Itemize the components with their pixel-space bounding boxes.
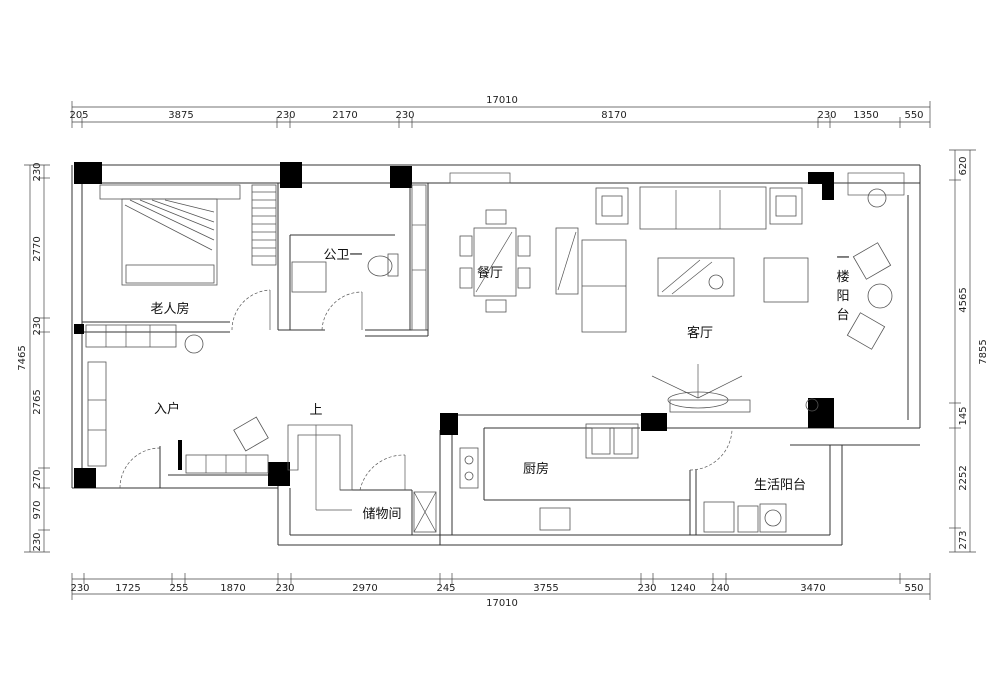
- bottom-dimensions: 230 1725 255 1870 230 2970 245 3755 230 …: [70, 583, 923, 609]
- bottom-dim: 1240: [670, 583, 695, 594]
- left-dim: 230: [32, 162, 43, 181]
- room-label-balcony: 台: [836, 308, 849, 323]
- room-label-balcony: 阳: [836, 289, 849, 304]
- left-dim: 230: [32, 532, 43, 551]
- room-label-storage: 储物间: [362, 507, 401, 522]
- bottom-dim: 2970: [352, 583, 377, 594]
- room-label-kitchen: 厨房: [523, 461, 549, 477]
- bottom-dim: 245: [436, 583, 455, 594]
- top-dim: 8170: [601, 110, 626, 121]
- columns: [74, 162, 834, 488]
- top-dim: 205: [69, 110, 88, 121]
- room-label-dining: 餐厅: [477, 265, 503, 281]
- right-dim: 145: [958, 406, 969, 425]
- left-dim: 2765: [32, 389, 43, 414]
- right-total-dim: 7855: [978, 339, 989, 364]
- top-dim: 2170: [332, 110, 357, 121]
- top-dim: 1350: [853, 110, 878, 121]
- top-dim: 3875: [168, 110, 193, 121]
- bottom-dim: 550: [904, 583, 923, 594]
- left-dim: 270: [32, 469, 43, 488]
- right-dim: 4565: [958, 287, 969, 312]
- top-dimensions: 17010 205 3875 230 2170 230 8170 230 135…: [69, 95, 923, 121]
- walls: [71, 164, 921, 546]
- left-dimensions: 7465 230 2770 230 2765 270 970 230: [17, 162, 43, 551]
- left-dim: 2770: [32, 236, 43, 261]
- bottom-dim: 1870: [220, 583, 245, 594]
- room-labels: 老人房 公卫一 餐厅 客厅 一 楼 阳 台 入户 上 厨房 储物间 生活阳台: [150, 248, 849, 522]
- left-dim: 970: [32, 500, 43, 519]
- room-label-living: 客厅: [687, 325, 713, 341]
- top-dim: 230: [395, 110, 414, 121]
- room-label-elder-room: 老人房: [150, 301, 189, 317]
- bottom-dim: 240: [710, 583, 729, 594]
- bottom-dim: 230: [70, 583, 89, 594]
- room-label-utility-balcony: 生活阳台: [754, 478, 806, 493]
- room-label-balcony: 楼: [836, 270, 849, 285]
- left-total-dim: 7465: [17, 345, 28, 370]
- right-dim: 2252: [958, 465, 969, 490]
- bottom-dim: 3755: [533, 583, 558, 594]
- furniture: [85, 172, 905, 533]
- bottom-total-dim: 17010: [486, 598, 518, 609]
- top-dim: 230: [817, 110, 836, 121]
- room-label-entrance: 入户: [154, 401, 180, 417]
- dimension-lines: [24, 101, 976, 600]
- right-dimensions: 620 4565 145 2252 273 7855: [958, 156, 989, 549]
- right-dim: 273: [958, 530, 969, 549]
- top-total-dim: 17010: [486, 95, 518, 106]
- bottom-dim: 255: [169, 583, 188, 594]
- bottom-dim: 3470: [800, 583, 825, 594]
- bottom-dim: 230: [637, 583, 656, 594]
- room-label-balcony: 一: [836, 251, 849, 266]
- bottom-dim: 230: [275, 583, 294, 594]
- bottom-dim: 1725: [115, 583, 140, 594]
- stair-up-label: 上: [309, 403, 322, 418]
- room-label-public-wc: 公卫一: [323, 248, 362, 263]
- top-dim: 550: [904, 110, 923, 121]
- right-dim: 620: [958, 156, 969, 175]
- top-dim: 230: [276, 110, 295, 121]
- left-dim: 230: [32, 316, 43, 335]
